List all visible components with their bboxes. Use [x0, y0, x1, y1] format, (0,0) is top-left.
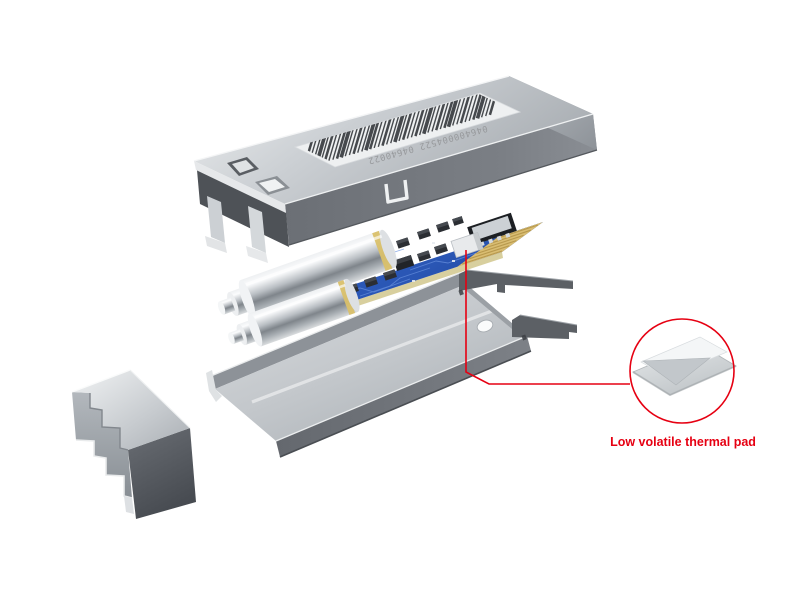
tray-front-edge-highlight	[275, 335, 528, 442]
cover-left-end-section	[194, 161, 289, 263]
cover-cutout-2	[255, 176, 290, 195]
barcode-bar	[475, 94, 495, 119]
tray-floor	[215, 284, 527, 441]
bracket-castellation-edge	[89, 393, 129, 451]
tray-front-rail-tab	[512, 315, 577, 339]
gold-finger-line	[469, 245, 510, 260]
bracket-foot	[124, 496, 134, 514]
cover-front-face	[285, 114, 597, 245]
bracket-side-wall	[72, 392, 132, 498]
bracket-top-face	[72, 370, 190, 450]
callout-circle-outline	[629, 318, 735, 424]
metal-bottom-tray	[206, 269, 578, 458]
tray-back-edge-highlight	[210, 271, 463, 377]
gold-finger-line	[483, 234, 524, 249]
tray-front-bottom-edge	[279, 350, 532, 458]
thermal-pad-callout: Low volatile thermal pad	[465, 250, 756, 449]
barcode-bar	[488, 94, 507, 116]
cover-back-edge-highlight	[193, 75, 510, 162]
controller-chip-thermal	[450, 232, 484, 258]
barcode-bar	[485, 94, 502, 117]
metal-end-bracket	[71, 369, 196, 519]
tray-left-end-lip	[206, 370, 222, 402]
gold-finger-line	[476, 240, 517, 255]
tray-stamp-mark-1	[458, 289, 464, 296]
bracket-dark-face	[128, 428, 196, 519]
callout-label: Low volatile thermal pad	[610, 435, 756, 449]
nand-chip	[467, 212, 517, 247]
tray-screw-hole	[476, 319, 494, 333]
tray-stamp-mark-2	[521, 334, 527, 341]
tray-back-wall	[211, 272, 466, 389]
bracket-top-edge-highlight	[71, 369, 131, 393]
cover-cutout-1	[227, 157, 259, 176]
metal-top-cover: 046400004522 04640022	[193, 75, 598, 263]
cover-u-mark	[384, 179, 409, 204]
thermal-pad-folded-corner	[642, 357, 711, 386]
barcode-bar	[472, 94, 490, 120]
gold-finger-line	[490, 229, 531, 244]
capacitor-cylinder-large	[217, 229, 397, 318]
bracket-bottom-rim-highlight	[75, 439, 133, 499]
tray-back-rail-tab	[459, 270, 573, 293]
gold-finger-line	[461, 250, 503, 265]
tray-front-rail-highlight	[519, 314, 578, 326]
pcb-module	[217, 212, 543, 347]
bracket-right-edge-highlight	[129, 369, 191, 429]
barcode-bar	[480, 94, 498, 118]
thermal-pad-thickness-edge	[632, 365, 737, 397]
gold-finger-lines	[461, 224, 539, 265]
tray-floor-reflection	[251, 304, 506, 404]
tray-back-rail-highlight	[466, 269, 574, 282]
tray-right-edge	[463, 284, 527, 339]
callout-leader-line	[465, 250, 630, 385]
capacitor-cylinder-small	[228, 278, 360, 347]
tray-front-wall	[276, 336, 531, 457]
thermal-pad-illustration	[632, 336, 737, 397]
cover-bottom-edge	[288, 149, 598, 246]
cover-front-edge-highlight	[284, 113, 594, 205]
gold-finger-line	[497, 224, 539, 239]
